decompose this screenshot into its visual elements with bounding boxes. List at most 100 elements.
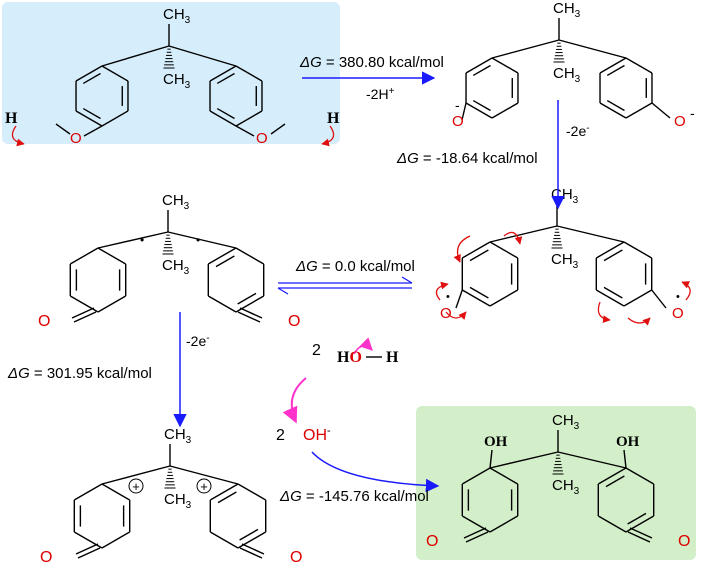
water-hydrogen: H [386,349,399,366]
ring-bond [101,531,131,549]
ring-double-bond [472,64,491,77]
ring-bond [235,65,263,82]
oxygen-label: O [290,549,302,564]
ring-bond [209,531,239,549]
ring-bond [597,467,627,485]
positive-charge: + [200,479,208,494]
ring-bond [75,110,103,127]
ring-double-bond [472,99,491,112]
ring-bond [69,247,99,265]
bond [168,45,237,67]
ring-bond [75,65,103,82]
methyl-top-label: CH3 [551,186,579,206]
bond [629,527,653,539]
label-hydroxylation-dg: ΔG = -145.76 kcal/mol [279,488,429,505]
bond [83,125,103,137]
ring-bond [597,515,627,533]
methyl-top-label: CH3 [552,412,580,432]
curly-electron-arrow [503,231,523,245]
water-coefficient: 2 [312,342,321,359]
ring-double-bond [217,491,237,504]
curly-electron-arrow [597,301,611,323]
hydroxyl-bond [623,449,627,469]
ring-bond [625,467,655,485]
methyl-bottom-label: CH3 [162,257,190,277]
bond [557,451,627,469]
bond [101,465,171,485]
ring-double-bond [469,249,489,262]
radical-dot: • [676,291,680,303]
label-oxidation2-condition: -2e- [186,333,210,350]
positive-charge-circle [128,478,144,494]
ring-bond [73,531,103,549]
hydroxide-formula: OH- [303,425,331,444]
hydroxide-coefficient: 2 [276,427,285,444]
bond [239,547,263,559]
bond [101,45,170,67]
curly-arrow-water [353,337,373,355]
oxygen-label: O [256,130,268,147]
bond [75,543,99,555]
ring-bond [461,241,491,259]
ring-bond [97,295,127,313]
bond [489,225,558,243]
ring-double-bond [216,107,235,120]
methyl-top-label: CH3 [162,192,190,212]
ring-bond [73,483,103,501]
ring-bond [69,295,99,313]
oxygen-label: O [70,130,82,147]
bond [651,102,671,119]
curly-electron-arrow [681,281,691,301]
ring-double-bond [605,475,625,488]
ring-bond [209,65,237,82]
bond [169,465,239,485]
ring-double-bond [215,255,235,268]
ring-bond [461,467,491,485]
methyl-top-label: CH3 [163,6,191,26]
ring-double-bond [239,528,259,541]
bond [55,123,71,135]
equilibrium-arrows [277,276,413,295]
curly-electron-arrow [453,235,471,263]
bond [455,289,463,309]
bond [463,527,487,539]
ring-bond [235,110,263,127]
label-resonance-dg: ΔG = 0.0 kcal/mol [295,258,415,275]
ring-bond [101,65,129,82]
bond [627,531,651,543]
oxygen-label: O [452,113,464,130]
oxygen-label: O [440,305,452,322]
ring-double-bond [606,64,625,77]
ring-double-bond [603,249,623,262]
water-oxygen-hydrogen: HO [337,349,362,366]
ring-double-bond [237,292,257,305]
bond [71,307,95,319]
methyl-bottom-label: CH3 [553,65,581,85]
bond [270,123,286,135]
ring-bond [595,241,625,259]
bond [556,225,625,243]
ring-bond [489,241,519,259]
bond [235,125,255,137]
reactant-highlight-box [2,2,340,144]
ring-bond [235,295,265,313]
ring-bond [599,102,627,119]
radical-dot: • [446,291,450,303]
product-highlight-box [416,406,696,560]
methyl-bottom-label: CH3 [552,477,580,497]
ring-double-bond [82,107,101,120]
bond [239,307,263,319]
ring-bond [489,467,519,485]
ring-bond [207,247,237,265]
oxygen-label: O [38,313,50,330]
radical-dot: • [196,233,200,247]
ring-bond [623,241,653,259]
ring-bond [207,295,237,313]
radical-dot: • [140,233,144,247]
label-oxidation2-dg: ΔG = 301.95 kcal/mol [7,365,152,382]
